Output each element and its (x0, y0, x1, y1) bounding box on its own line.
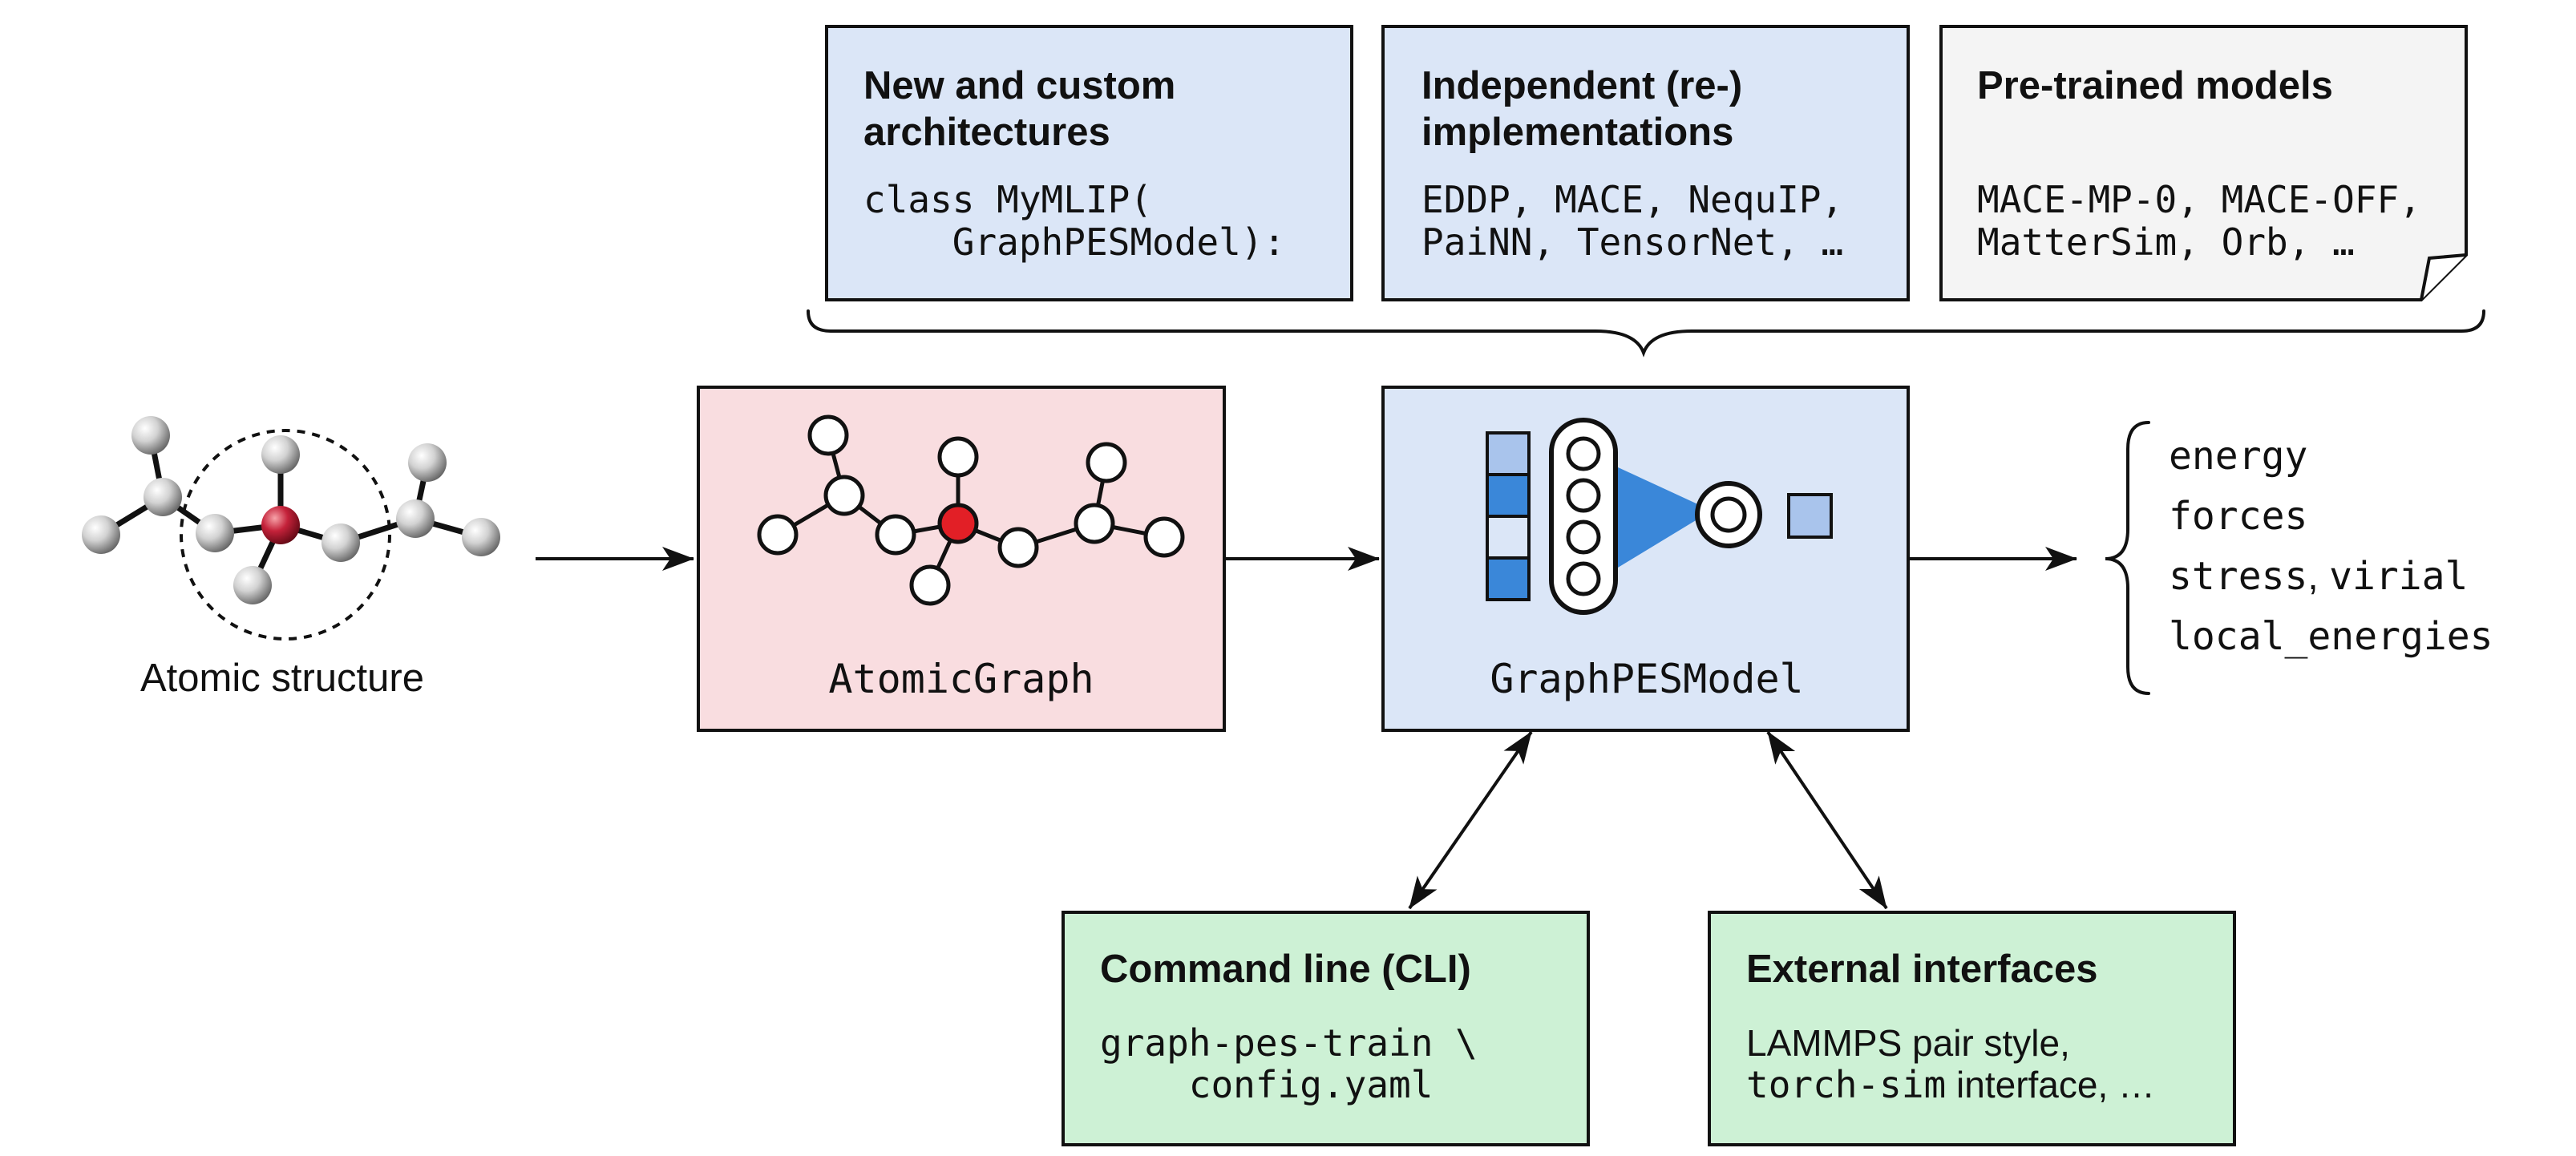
graph-node (1143, 516, 1185, 558)
neural-network-icon (1486, 418, 1833, 615)
top-box-code-line: MatterSim, Orb, … (1977, 220, 2355, 264)
svg-text:class MyMLIP( GraphP: class MyMLIP( GraphPESModel): (0, 0, 1397, 264)
external-box-title: External interfaces (1746, 948, 2098, 991)
graph-node (807, 414, 849, 456)
top-box-title-line: Independent (re-) (1421, 64, 1742, 107)
svg-text:graph-pes-train \ co: graph-pes-train \ config.yaml (1100, 1021, 1478, 1106)
atomic-graph-label: AtomicGraph (828, 656, 1094, 702)
atom-carbon (144, 478, 182, 516)
svg-text:EDDP, MACE, NequIP, PaiN: EDDP, MACE, NequIP, PaiNN, TensorNet, … (1421, 178, 1866, 264)
atomic-structure-label: Atomic structure (140, 657, 424, 700)
external-box-line2-code: torch-sim (1746, 1063, 1946, 1106)
svg-text:New and custom architect: New and custom architectures (863, 64, 1187, 154)
graph-pes-model-label: GraphPESModel (1490, 656, 1803, 702)
top-box-code-line: PaiNN, TensorNet, … (1421, 220, 1843, 264)
top-box-pretrained-models: Pre-trained models MACE-MP-0, MACE-OFF, … (1939, 25, 2468, 301)
page-fold-icon (2420, 253, 2467, 301)
output-item-text: stress (2169, 554, 2307, 599)
top-box-code-line: GraphPESModel): (863, 220, 1285, 264)
atom-carbon (396, 499, 435, 538)
outputs-curly-brace (2105, 421, 2150, 695)
graph-node (937, 436, 979, 478)
cli-code-line: graph-pes-train \ (1100, 1021, 1478, 1065)
output-item-text: , (2307, 556, 2329, 598)
top-box-title-line: implementations (1421, 111, 1733, 154)
atom-hydrogen (261, 435, 300, 474)
graph-node (757, 514, 799, 556)
graph-node-central-red (937, 503, 979, 544)
top-box-title-line: architectures (863, 111, 1110, 154)
output-item: forces (2169, 494, 2307, 539)
atomic-graph-box: AtomicGraph (697, 386, 1226, 732)
graph-node (823, 475, 865, 516)
output-item-text: virial (2329, 554, 2468, 599)
arrow-model-cli (1408, 730, 1533, 910)
top-box-code-line: EDDP, MACE, NequIP, (1421, 178, 1843, 221)
output-item-text: energy (2169, 434, 2307, 479)
atom-central-red (261, 506, 300, 544)
external-box-line1: LAMMPS pair style, (1746, 1022, 2070, 1064)
top-box-title-line: Pre-trained models (1977, 64, 2333, 107)
external-interfaces-box: External interfaces LAMMPS pair style, t… (1708, 911, 2236, 1146)
atom-hydrogen (462, 518, 500, 556)
top-box-custom-architectures: New and custom architectures class MyMLI… (0, 0, 1397, 301)
top-box-implementations: Independent (re-) implementations EDDP, … (1381, 25, 1910, 301)
atom-hydrogen (233, 566, 272, 604)
cli-box-title: Command line (CLI) (1100, 948, 1471, 991)
graph-node (1086, 442, 1127, 483)
cli-box: Command line (CLI) graph-pes-train \ con… (1062, 911, 1590, 1146)
graph-node (1074, 503, 1115, 544)
top-box-code-line: class MyMLIP( (863, 178, 1152, 221)
output-item-text: forces (2169, 494, 2307, 539)
graph-node (997, 527, 1039, 568)
atom-hydrogen (82, 515, 120, 554)
graph-node (909, 564, 951, 606)
arrow-model-external (1766, 730, 1888, 910)
external-box-line2: torch-sim interface, … (1746, 1063, 2155, 1106)
atom-hydrogen (408, 443, 447, 482)
graph-node (875, 514, 916, 556)
output-item-text: local_energies (2169, 614, 2493, 659)
output-item: local_energies (2169, 614, 2493, 659)
top-box-title-line: New and custom (863, 64, 1175, 107)
output-item: stress, virial (2169, 554, 2468, 599)
top-box-code-line: MACE-MP-0, MACE-OFF, (1977, 178, 2421, 221)
graph-pes-model-box: GraphPESModel (1381, 386, 1910, 732)
output-item: energy (2169, 434, 2307, 479)
svg-text:MACE-MP-0, MACE-OFF, Mat: MACE-MP-0, MACE-OFF, MatterSim, Orb, … (1977, 178, 2444, 264)
atom-carbon (196, 514, 234, 552)
outputs-list: energy forces stress, virial local_energies (2169, 434, 2493, 659)
top-curly-brace (807, 309, 2485, 358)
external-box-line2-text: interface, … (1946, 1064, 2155, 1105)
atom-carbon (321, 523, 360, 562)
cli-code-line: config.yaml (1100, 1063, 1433, 1106)
atom-hydrogen (131, 416, 170, 455)
svg-text:Independent (re-) implem: Independent (re-) implementations (1421, 64, 1753, 154)
svg-text:Pre-trained models: Pre-trained models (1977, 64, 2333, 107)
atomic-structure-illustration (82, 416, 500, 641)
